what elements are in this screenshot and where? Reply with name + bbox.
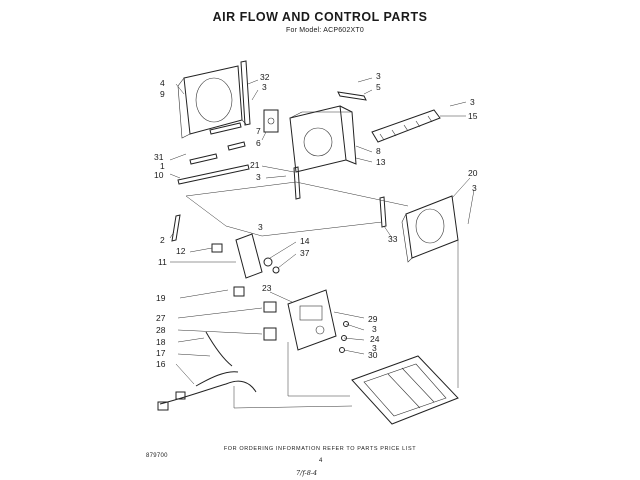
part-label: 19 — [156, 293, 166, 303]
part-label: 3 — [256, 172, 261, 182]
part-label: 12 — [176, 246, 186, 256]
part-label: 3 — [372, 343, 377, 353]
part-label: 13 — [376, 157, 386, 167]
part-label: 20 — [468, 168, 478, 178]
part-label: 3 — [262, 82, 267, 92]
ordering-footer-note: FOR ORDERING INFORMATION REFER TO PARTS … — [223, 446, 417, 452]
part-label: 3 — [258, 222, 263, 232]
part-label: 17 — [156, 348, 166, 358]
screw-cluster — [339, 321, 349, 353]
part-label: 16 — [156, 359, 166, 369]
document-number: 879700 — [146, 453, 168, 459]
part-label: 27 — [156, 313, 166, 323]
part-number-labels: 4 9 31 1 10 32 3 7 6 3 5 3 15 8 13 21 3 … — [154, 71, 478, 369]
part-label: 28 — [156, 325, 166, 335]
strip-21 — [293, 166, 301, 200]
page-number: 4 — [319, 458, 323, 464]
guide-rack — [371, 109, 441, 143]
part-label: 31 — [154, 152, 164, 162]
right-airflow-panel — [401, 195, 459, 263]
part-label: 11 — [158, 257, 167, 267]
page-title: AIR FLOW AND CONTROL PARTS — [212, 10, 428, 24]
left-airflow-panel — [177, 65, 247, 139]
part-label: 9 — [160, 89, 165, 99]
part-label: 4 — [160, 78, 165, 88]
part-label: 3 — [372, 324, 377, 334]
chassis-base — [351, 355, 459, 425]
part-label: 10 — [154, 170, 164, 180]
part-label: 30 — [368, 350, 378, 360]
control-bracket — [171, 214, 263, 279]
part-label: 32 — [260, 72, 270, 82]
horizontal-bars — [177, 122, 250, 185]
part-label: 37 — [300, 248, 310, 258]
part-label: 14 — [300, 236, 310, 246]
vertical-strip — [240, 60, 251, 126]
model-subtitle: For Model: ACP602XT0 — [286, 27, 364, 34]
part-label: 18 — [156, 337, 166, 347]
blower-housing — [289, 105, 357, 173]
knob-parts — [263, 257, 280, 274]
part-label: 2 — [160, 235, 165, 245]
small-bracket — [263, 109, 279, 133]
handwritten-note: 7/f-8-4 — [296, 469, 318, 477]
part-label: 33 — [388, 234, 398, 244]
wire-harness — [157, 331, 257, 411]
small-switch-parts — [233, 286, 277, 341]
part-label: 8 — [376, 146, 381, 156]
part-label: 7 — [256, 126, 261, 136]
part-label: 3 — [472, 183, 477, 193]
part-label: 3 — [470, 97, 475, 107]
part-label: 1 — [160, 161, 165, 171]
part-label: 15 — [468, 111, 478, 121]
part-label: 23 — [262, 283, 272, 293]
part-label: 3 — [376, 71, 381, 81]
part-label: 24 — [370, 334, 380, 344]
control-panel — [287, 289, 337, 351]
part-label: 21 — [250, 160, 260, 170]
part-label: 6 — [256, 138, 261, 148]
part-label: 5 — [376, 82, 381, 92]
assembly-leader-lines — [169, 77, 475, 409]
strip-33 — [379, 196, 387, 228]
part-label: 29 — [368, 314, 378, 324]
bracket-5 — [337, 91, 367, 101]
